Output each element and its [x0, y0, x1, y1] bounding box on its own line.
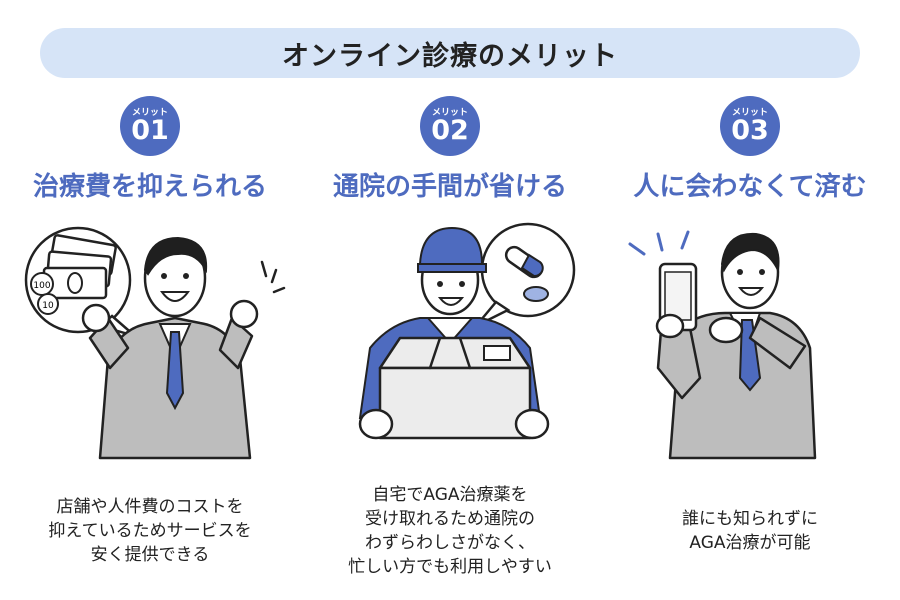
merit-card-3: メリット 03 人に会わなくて済む 誰にも知られずに AGA治療が可能	[600, 96, 900, 596]
description-line: 店舗や人件費のコストを	[56, 497, 244, 517]
title-banner: オンライン診療のメリット	[40, 28, 860, 78]
pill-icon	[504, 245, 549, 302]
description-line: 自宅でAGA治療薬を	[372, 485, 528, 505]
page-title: オンライン診療のメリット	[282, 40, 618, 72]
description-line: 忙しい方でも利用しやすい	[348, 557, 552, 577]
money-icon	[42, 234, 117, 300]
merit-card-2: メリット 02 通院の手間が省ける	[300, 96, 600, 596]
badge-label: メリット	[431, 108, 468, 118]
description-line: わずらわしさがなく、	[365, 533, 535, 553]
money-bubble: 100 10	[24, 226, 136, 338]
merit-description: 店舗や人件費のコストを 抑えているためサービスを 安く提供できる	[20, 476, 280, 586]
merit-badge: メリット 03	[720, 96, 780, 156]
merit-description: 誰にも知られずに AGA治療が可能	[620, 476, 880, 586]
businessman-celebrating-illustration: 100 10	[24, 226, 286, 460]
merit-heading: 人に会わなくて済む	[633, 172, 867, 202]
merit-badge: メリット 02	[420, 96, 480, 156]
smartphone-icon	[658, 262, 698, 332]
badge-label: メリット	[731, 108, 768, 118]
description-line: 安く提供できる	[90, 545, 210, 565]
coin-label: 100	[33, 281, 50, 291]
merit-description: 自宅でAGA治療薬を 受け取れるため通院の わずらわしさがなく、 忙しい方でも利…	[320, 476, 580, 586]
description-line: AGA治療が可能	[689, 533, 811, 553]
description-line: 受け取れるため通院の	[365, 509, 535, 529]
description-line: 誰にも知られずに	[682, 509, 818, 529]
merit-heading: 通院の手間が省ける	[332, 172, 567, 202]
description-line: 抑えているためサービスを	[48, 521, 252, 541]
merit-heading: 治療費を抑えられる	[32, 172, 267, 202]
badge-number: 01	[131, 115, 169, 146]
businessman-smartphone-illustration	[628, 230, 817, 460]
delivery-person-illustration	[358, 222, 576, 440]
badge-number: 03	[731, 115, 769, 146]
coin-label: 10	[42, 301, 54, 311]
badge-number: 02	[431, 115, 469, 146]
pill-bubble	[475, 222, 576, 328]
merit-badge: メリット 01	[120, 96, 180, 156]
merit-card-1: メリット 01 治療費を抑えられる 100 10	[0, 96, 300, 596]
badge-label: メリット	[131, 108, 168, 118]
coin-icon	[30, 272, 59, 315]
